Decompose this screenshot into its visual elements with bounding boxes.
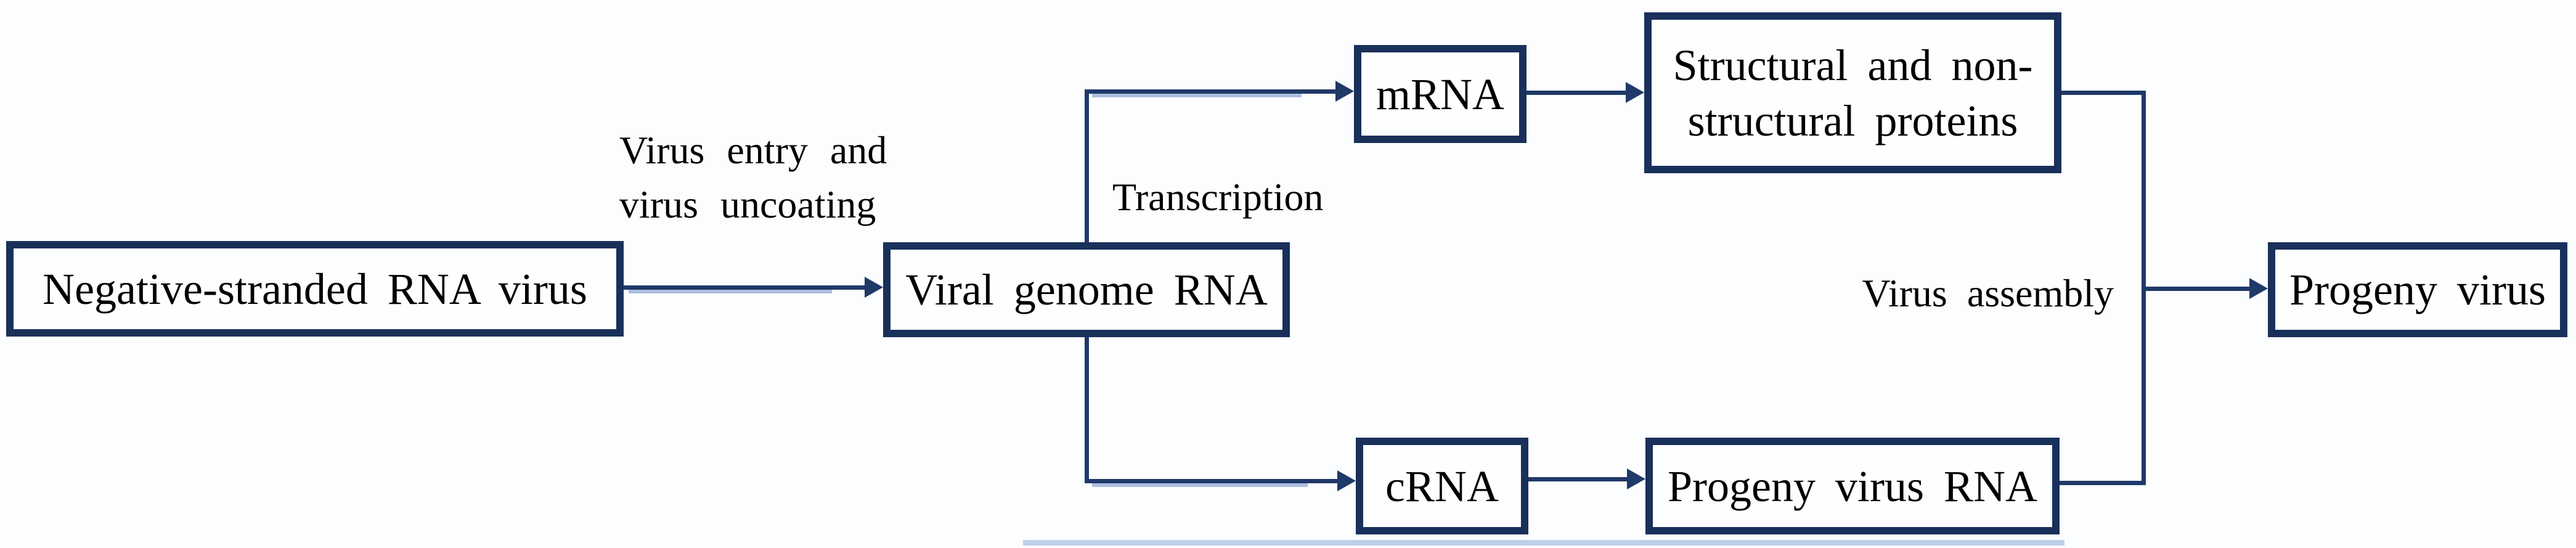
node-label: Structural and non-structural proteins [1673,38,2033,149]
node-crna: cRNA [1356,438,1528,534]
arrowhead-entry [865,277,883,298]
connector-proteins-out [2061,91,2146,95]
node-structural-nonstructural-proteins: Structural and non-structural proteins [1644,12,2061,173]
edge-label-transcription: Transcription [1112,175,1324,219]
connector-bottom-shine [1023,540,2064,546]
connector-replication-shine [1092,483,1308,487]
edge-label-virus-assembly: Virus assembly [1862,271,2114,315]
edge-label-virus-entry: Virus entry and virus uncoating [619,123,887,232]
node-progeny-virus-rna: Progeny virus RNA [1645,438,2060,534]
node-mrna: mRNA [1354,45,1526,143]
arrowhead-proteins [1626,82,1644,103]
arrowhead-mrna [1335,81,1354,102]
connector-crna-progeny-rna [1528,477,1629,481]
connector-replication-horizontal [1085,479,1340,483]
node-progeny-virus: Progeny virus [2268,242,2567,337]
node-label: mRNA [1376,69,1505,119]
node-viral-genome-rna: Viral genome RNA [883,242,1290,337]
connector-transcription-shine [1092,94,1302,97]
node-label: Viral genome RNA [905,265,1268,314]
node-label: cRNA [1385,461,1499,511]
connector-mrna-proteins [1526,91,1628,95]
connector-progeny-rna-out [2060,481,2146,485]
node-label: Progeny virus RNA [1668,461,2037,511]
arrowhead-progeny-virus [2249,278,2268,299]
connector-assembly-horizontal [2143,287,2251,291]
arrowhead-crna [1337,470,1356,491]
edge-label-line1: Virus entry and [619,128,887,172]
connector-entry-line [624,285,867,290]
node-label: Negative-stranded RNA virus [43,264,587,314]
node-label-line1: Structural and non- [1673,40,2033,90]
connector-replication-vertical [1085,337,1089,483]
node-label-line2: structural proteins [1687,96,2018,145]
node-label: Progeny virus [2289,265,2546,314]
edge-label-line2: virus uncoating [619,182,876,226]
connector-entry-shine [629,290,832,293]
arrowhead-progeny-rna [1627,468,1645,489]
connector-transcription-horizontal [1085,89,1338,94]
connector-transcription-vertical [1085,89,1089,242]
node-negative-stranded-rna-virus: Negative-stranded RNA virus [6,241,624,337]
